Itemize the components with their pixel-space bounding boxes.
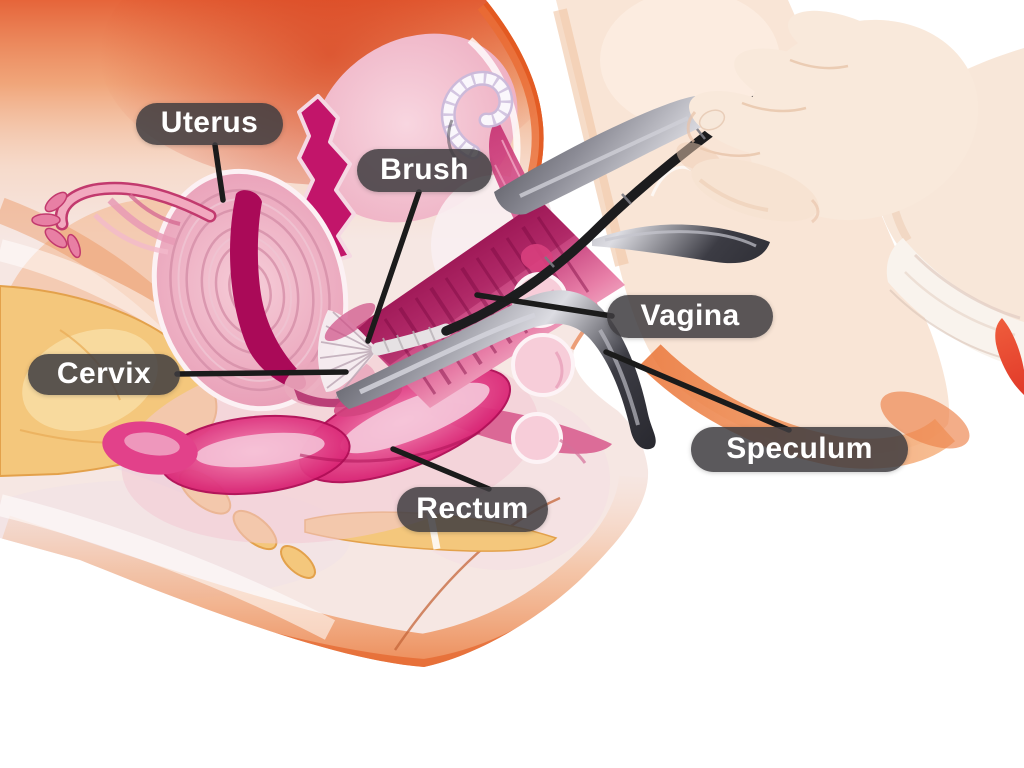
leader-line-speculum [603, 349, 792, 433]
leader-line-vagina [474, 292, 615, 319]
glove-cuff [886, 238, 1024, 368]
leader-line-brush [365, 189, 422, 344]
brush-bristles [371, 323, 453, 356]
index-finger [689, 90, 807, 158]
gloved-hand-graphic [676, 10, 1024, 395]
leader-line-rectum [390, 446, 492, 492]
speculum-lower-blade-handle [336, 290, 656, 450]
fingernail [698, 109, 726, 131]
uterine-cavity-graphic [230, 190, 307, 390]
fallopian-tube-ovary-graphic [31, 181, 217, 259]
speculum-graphic [336, 96, 770, 450]
leader-line-cervix [174, 369, 349, 377]
thumb [691, 158, 819, 222]
forearm-skin-edge [995, 318, 1024, 395]
leader-line-uterus [212, 142, 226, 203]
